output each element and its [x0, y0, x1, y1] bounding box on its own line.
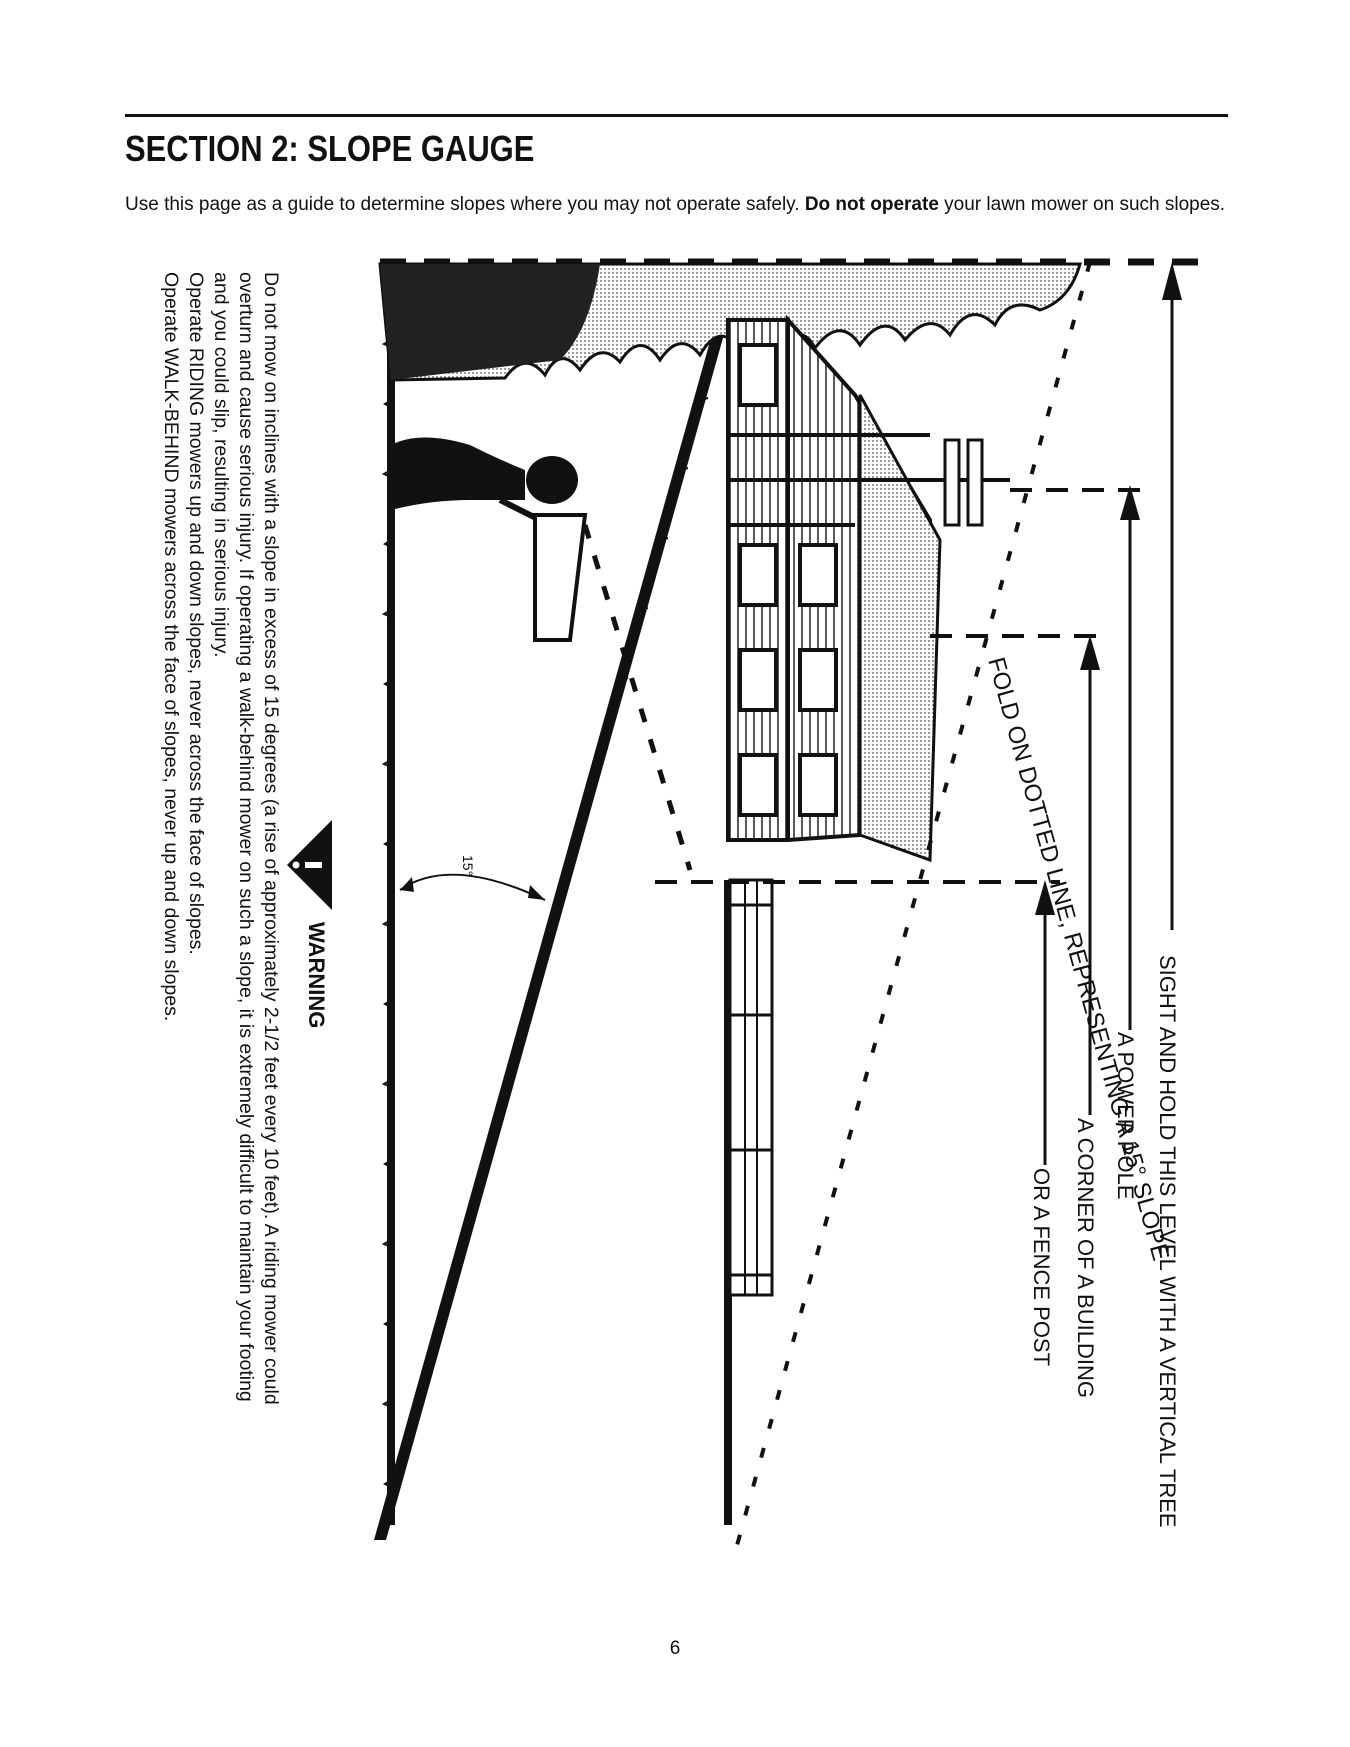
slope-line	[374, 320, 728, 1540]
fence	[724, 878, 774, 1525]
warning-line-4: Operate RIDING mowers up and down slopes…	[185, 272, 207, 955]
warning-line-5: Operate WALK-BEHIND mowers across the fa…	[160, 272, 182, 1021]
intro-text-start: Use this page as a guide to determine sl…	[125, 194, 805, 215]
sight-line	[582, 524, 693, 871]
intro-paragraph: Use this page as a guide to determine sl…	[125, 193, 1235, 217]
angle-arc	[399, 873, 546, 901]
ground-line	[381, 262, 395, 1525]
sight-label: SIGHT AND HOLD THIS LEVEL WITH A VERTICA…	[1155, 955, 1180, 1528]
section-title: SECTION 2: SLOPE GAUGE	[125, 128, 535, 169]
warning-heading: WARNING	[304, 922, 329, 1028]
reference-dashed-lines	[655, 488, 1145, 884]
window	[798, 753, 838, 817]
measurement-arrows	[1035, 262, 1182, 1165]
warning-line-3: and you could slip, resulting in serious…	[210, 272, 232, 658]
window	[738, 343, 778, 407]
building-label: A CORNER OF A BUILDING	[1073, 1118, 1098, 1398]
power-pole	[730, 438, 1010, 527]
window	[738, 648, 778, 712]
angle-label: 15°	[460, 855, 476, 876]
window	[798, 648, 838, 712]
mower-outline	[533, 513, 588, 642]
window	[738, 543, 778, 607]
fence-label: OR A FENCE POST	[1029, 1168, 1054, 1366]
pole-label: A POWER POLE	[1113, 1032, 1138, 1200]
person-silhouette	[391, 437, 578, 523]
warning-line-1: Do not mow on inclines with a slope in e…	[260, 272, 282, 1405]
window	[798, 543, 838, 607]
intro-text-end: your lawn mower on such slopes.	[938, 194, 1226, 215]
warning-triangle-icon	[287, 820, 332, 910]
page-number: 6	[669, 1638, 681, 1659]
window	[738, 753, 778, 817]
intro-bold: Do not operate	[804, 194, 939, 215]
section-rule	[125, 114, 1228, 117]
warning-line-2: overturn and cause serious injury. If op…	[235, 272, 257, 1402]
building	[726, 314, 942, 863]
